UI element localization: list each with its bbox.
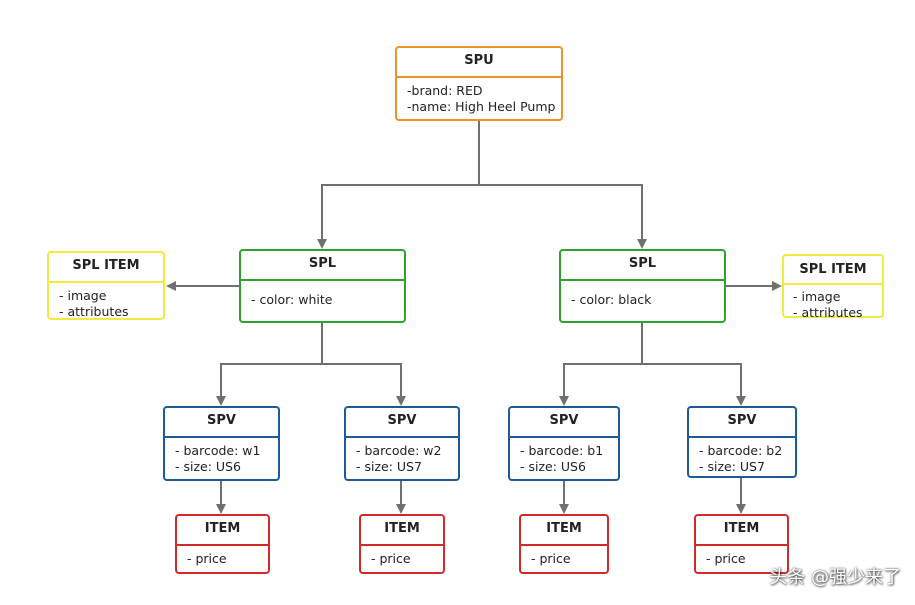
spv-w2-node: SPV - barcode: w2 - size: US7 [344,406,460,481]
spv-w1-node: SPV - barcode: w1 - size: US6 [163,406,280,481]
spl-white-color: - color: white [251,292,333,307]
spv-b2-node: SPV - barcode: b2 - size: US7 [687,406,797,478]
item-b1-title: ITEM [521,516,607,546]
spl-item-right-attributes: - image - attributes [784,285,882,325]
connector-spu-to-spl-right [479,184,647,249]
spv-b2-size: - size: US7 [699,459,765,474]
spl-item-right-image: - image [793,289,841,304]
spv-w2-attributes: - barcode: w2 - size: US7 [346,438,458,480]
spu-name: -name: High Heel Pump [407,99,556,114]
item-b2-node: ITEM - price [694,514,789,574]
spv-w1-title: SPV [165,408,278,438]
item-b1-node: ITEM - price [519,514,609,574]
item-b1-attributes: - price [521,546,607,572]
item-b2-price: - price [706,551,746,566]
spl-black-title: SPL [561,251,724,281]
connector-spl-right-to-spv-b2 [642,363,746,406]
spv-w2-size: - size: US7 [356,459,422,474]
spl-item-right-node: SPL ITEM - image - attributes [782,254,884,320]
item-w2-title: ITEM [361,516,443,546]
item-b2-attributes: - price [696,546,787,572]
spv-b1-title: SPV [510,408,618,438]
spv-b1-barcode: - barcode: b1 [520,443,604,458]
spl-item-left-title: SPL ITEM [49,253,163,283]
spv-b2-barcode: - barcode: b2 [699,443,783,458]
spv-w2-title: SPV [346,408,458,438]
spv-w1-size: - size: US6 [175,459,241,474]
spl-item-left-attributes: - image - attributes [49,283,163,325]
item-w1-title: ITEM [177,516,268,546]
spv-b1-size: - size: US6 [520,459,586,474]
item-b2-title: ITEM [696,516,787,546]
spl-item-right-attributes-line: - attributes [793,305,863,320]
spv-b2-title: SPV [689,408,795,438]
spu-brand: -brand: RED [407,83,483,98]
connector-spl-right-to-spv-b1 [559,323,643,406]
spl-item-left-attributes-line: - attributes [59,304,129,319]
spl-black-color: - color: black [571,292,652,307]
spv-b2-attributes: - barcode: b2 - size: US7 [689,438,795,480]
spl-white-title: SPL [241,251,404,281]
source-watermark: 头条 @强少来了 [769,567,901,588]
item-w2-price: - price [371,551,411,566]
spu-node: SPU -brand: RED -name: High Heel Pump [395,46,563,121]
spl-item-left-node: SPL ITEM - image - attributes [47,251,165,320]
spl-item-right-title: SPL ITEM [784,256,882,285]
spl-black-attributes: - color: black [561,281,724,313]
spv-b1-attributes: - barcode: b1 - size: US6 [510,438,618,480]
item-w1-node: ITEM - price [175,514,270,574]
connector-spl-left-to-spv-w2 [322,363,406,406]
spl-white-node: SPL - color: white [239,249,406,323]
item-b1-price: - price [531,551,571,566]
connector-spu-to-spl-left [317,121,480,249]
spv-w2-barcode: - barcode: w2 [356,443,442,458]
item-w2-node: ITEM - price [359,514,445,574]
spv-w1-barcode: - barcode: w1 [175,443,261,458]
spl-black-node: SPL - color: black [559,249,726,323]
spu-attributes: -brand: RED -name: High Heel Pump [397,78,561,120]
spl-item-left-image: - image [59,288,107,303]
item-w1-attributes: - price [177,546,268,572]
spl-white-attributes: - color: white [241,281,404,313]
spv-b1-node: SPV - barcode: b1 - size: US6 [508,406,620,481]
spv-w1-attributes: - barcode: w1 - size: US6 [165,438,278,480]
spu-title: SPU [397,48,561,78]
item-w2-attributes: - price [361,546,443,572]
connector-spl-left-to-spv-w1 [216,323,323,406]
item-w1-price: - price [187,551,227,566]
